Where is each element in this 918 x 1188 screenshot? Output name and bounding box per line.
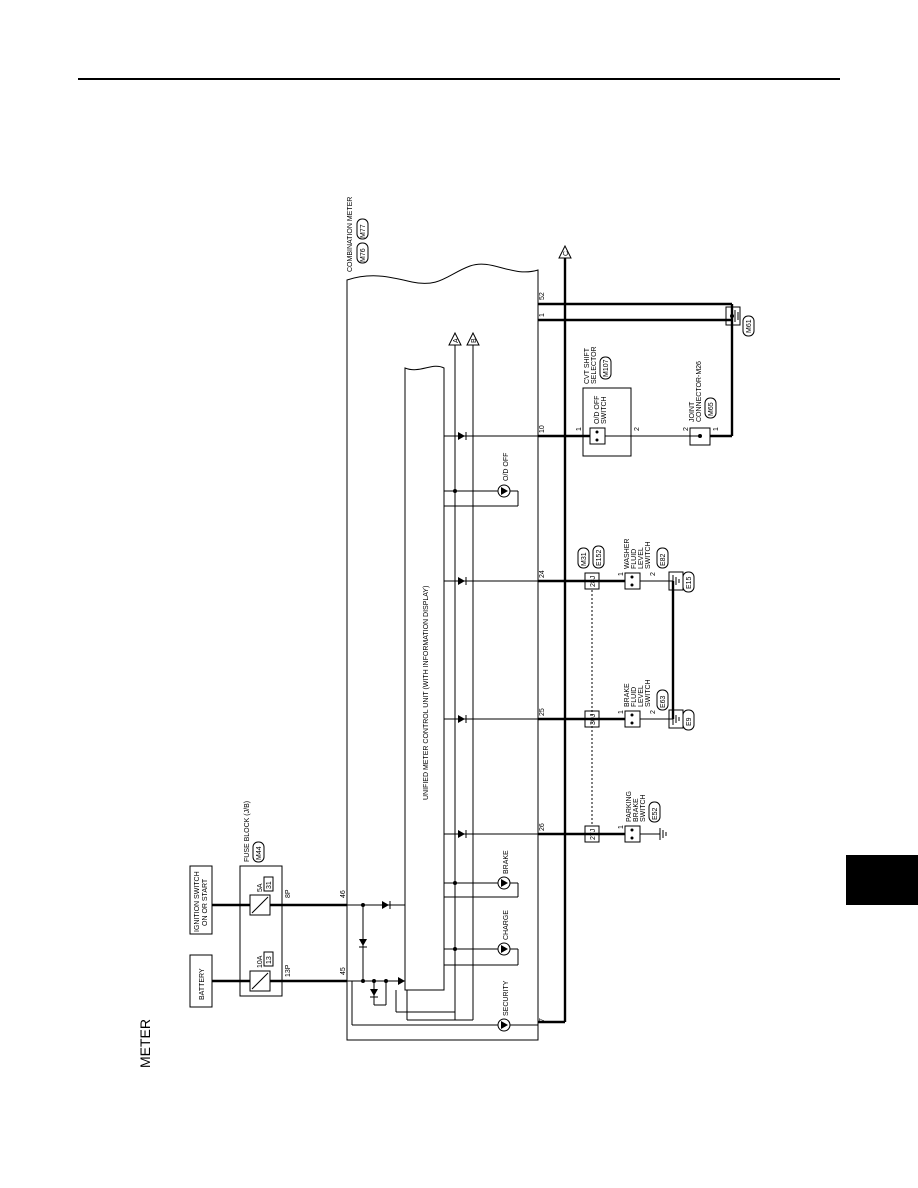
ignition-switch-label-2: ON OR START — [202, 878, 209, 926]
washer-fluid-label-4: SWITCH — [645, 541, 652, 569]
fuse-block-label: FUSE BLOCK (J/B) — [244, 801, 251, 862]
brake-fluid-pin2: 2 — [650, 710, 657, 714]
od-switch-label-2: SWITCH — [601, 396, 608, 424]
washer-fluid-pin1: 1 — [618, 572, 625, 576]
brake-fluid-label-3: LEVEL — [638, 685, 645, 707]
ground-m61: M61 — [725, 306, 755, 337]
cvt-shift-selector: 1 2 O/D OFF SWITCH CVT SHIFT SELECTOR M1… — [576, 346, 700, 457]
connector-m77: M77 — [360, 224, 367, 238]
brake-indicator: BRAKE — [444, 850, 519, 898]
ground-e9-label: E9 — [686, 717, 693, 726]
battery-label: BATTERY — [199, 968, 206, 1000]
ref-b-label: B — [471, 338, 478, 343]
terminal-10: 10 — [539, 425, 546, 433]
joint-30j: 30J — [590, 714, 597, 725]
cvt-connector: M107 — [603, 359, 610, 377]
header-rule — [78, 78, 840, 80]
brake-fluid-connector: E63 — [660, 695, 667, 708]
fuse-10a-rating: 10A — [257, 955, 264, 968]
ground-e15-label: E15 — [686, 576, 693, 589]
joint-e152: E152 — [596, 550, 603, 566]
parking-brake-label-2: BRAKE — [633, 798, 640, 822]
od-off-indicator: O/D OFF — [444, 453, 519, 507]
joint-connector-m26: 2 1 JOINT CONNECTOR-M26 M65 — [683, 361, 732, 446]
washer-fluid-label-3: LEVEL — [638, 547, 645, 569]
terminal-46: 46 — [340, 890, 347, 898]
parking-brake-switch: 1 PARKING BRAKE SWITCH E52 — [618, 791, 667, 843]
washer-fluid-label-2: FLUID — [631, 549, 638, 569]
cvt-label-1: CVT SHIFT — [584, 347, 591, 384]
section-tab — [846, 855, 918, 905]
security-label: SECURITY — [503, 980, 510, 1016]
fuse-10a-number: 13 — [266, 956, 273, 964]
od-switch-pin1: 1 — [576, 427, 583, 431]
washer-fluid-connector: E82 — [660, 553, 667, 566]
joint-m26-connector: M65 — [708, 402, 715, 416]
terminal-24: 24 — [539, 570, 546, 578]
joint-27j: 27J — [590, 829, 597, 840]
fuse-5a-number: 31 — [266, 881, 273, 889]
washer-fluid-level-switch: 1 2 WASHER FLUID LEVEL SWITCH E82 — [618, 539, 673, 590]
fuse-5a-rating: 5A — [257, 883, 264, 892]
joint-28j: 28J — [590, 576, 597, 587]
od-switch-label-1: O/D OFF — [594, 396, 601, 424]
signal-diodes — [444, 432, 538, 838]
joint-m26-pin2: 2 — [683, 427, 690, 431]
ref-a-label: A — [453, 338, 460, 343]
brake-fluid-level-switch: 1 2 BRAKE FLUID LEVEL SWITCH E63 — [618, 679, 673, 728]
washer-fluid-label-1: WASHER — [624, 539, 631, 569]
brake-fluid-pin1: 1 — [618, 710, 625, 714]
combination-meter-box — [346, 263, 539, 1041]
charge-indicator: CHARGE — [444, 910, 519, 966]
parking-brake-label-3: SWITCH — [640, 794, 647, 822]
section-title: METER — [137, 1019, 153, 1068]
combination-meter-label: COMBINATION METER — [347, 197, 354, 272]
ground-e9: E9 — [668, 709, 695, 731]
brake-fluid-label-4: SWITCH — [645, 679, 652, 707]
brake-fluid-label-1: BRAKE — [624, 683, 631, 707]
terminal-52: 52 — [539, 292, 546, 300]
parking-brake-pin: 1 — [618, 825, 625, 829]
control-unit-box — [404, 365, 445, 991]
parking-brake-connector: E52 — [652, 807, 659, 820]
ground-m61-label: M61 — [746, 319, 753, 333]
parking-brake-label-1: PARKING — [626, 791, 633, 822]
fuse-block-connector: M44 — [256, 846, 263, 860]
control-unit-label: UNIFIED METER CONTROL UNIT (WITH INFORMA… — [423, 586, 430, 800]
brake-fluid-label-2: FLUID — [631, 687, 638, 707]
washer-fluid-pin2: 2 — [650, 572, 657, 576]
fuse-block-box — [239, 865, 283, 997]
joint-m26-label-1: JOINT — [689, 401, 696, 422]
fuse-5a-terminal: 8P — [285, 889, 292, 898]
od-switch-pin2: 2 — [634, 427, 641, 431]
od-off-label: O/D OFF — [503, 453, 510, 481]
charge-label: CHARGE — [503, 910, 510, 940]
joint-m26-pin1: 1 — [713, 427, 720, 431]
ref-c-label: C — [563, 251, 570, 256]
connector-m76: M76 — [360, 248, 367, 262]
ignition-switch-box — [189, 865, 213, 935]
fuse-10a-terminal: 13P — [285, 964, 292, 977]
terminal-7: 7 — [539, 1018, 546, 1022]
ignition-switch-label: IGNITION SWITCH — [194, 871, 201, 932]
combination-meter-connectors: M76 M77 — [356, 218, 369, 264]
terminal-25: 25 — [539, 708, 546, 716]
joint-m31: M31 — [581, 552, 588, 566]
terminal-26: 26 — [539, 823, 546, 831]
joint-m26-label-2: CONNECTOR-M26 — [696, 361, 703, 422]
security-indicator: SECURITY — [351, 980, 538, 1032]
terminal-1: 1 — [539, 313, 546, 317]
ground-e15: E15 — [668, 571, 695, 593]
brake-label: BRAKE — [503, 850, 510, 874]
cvt-label-2: SELECTOR — [591, 346, 598, 384]
terminal-45: 45 — [340, 967, 347, 975]
